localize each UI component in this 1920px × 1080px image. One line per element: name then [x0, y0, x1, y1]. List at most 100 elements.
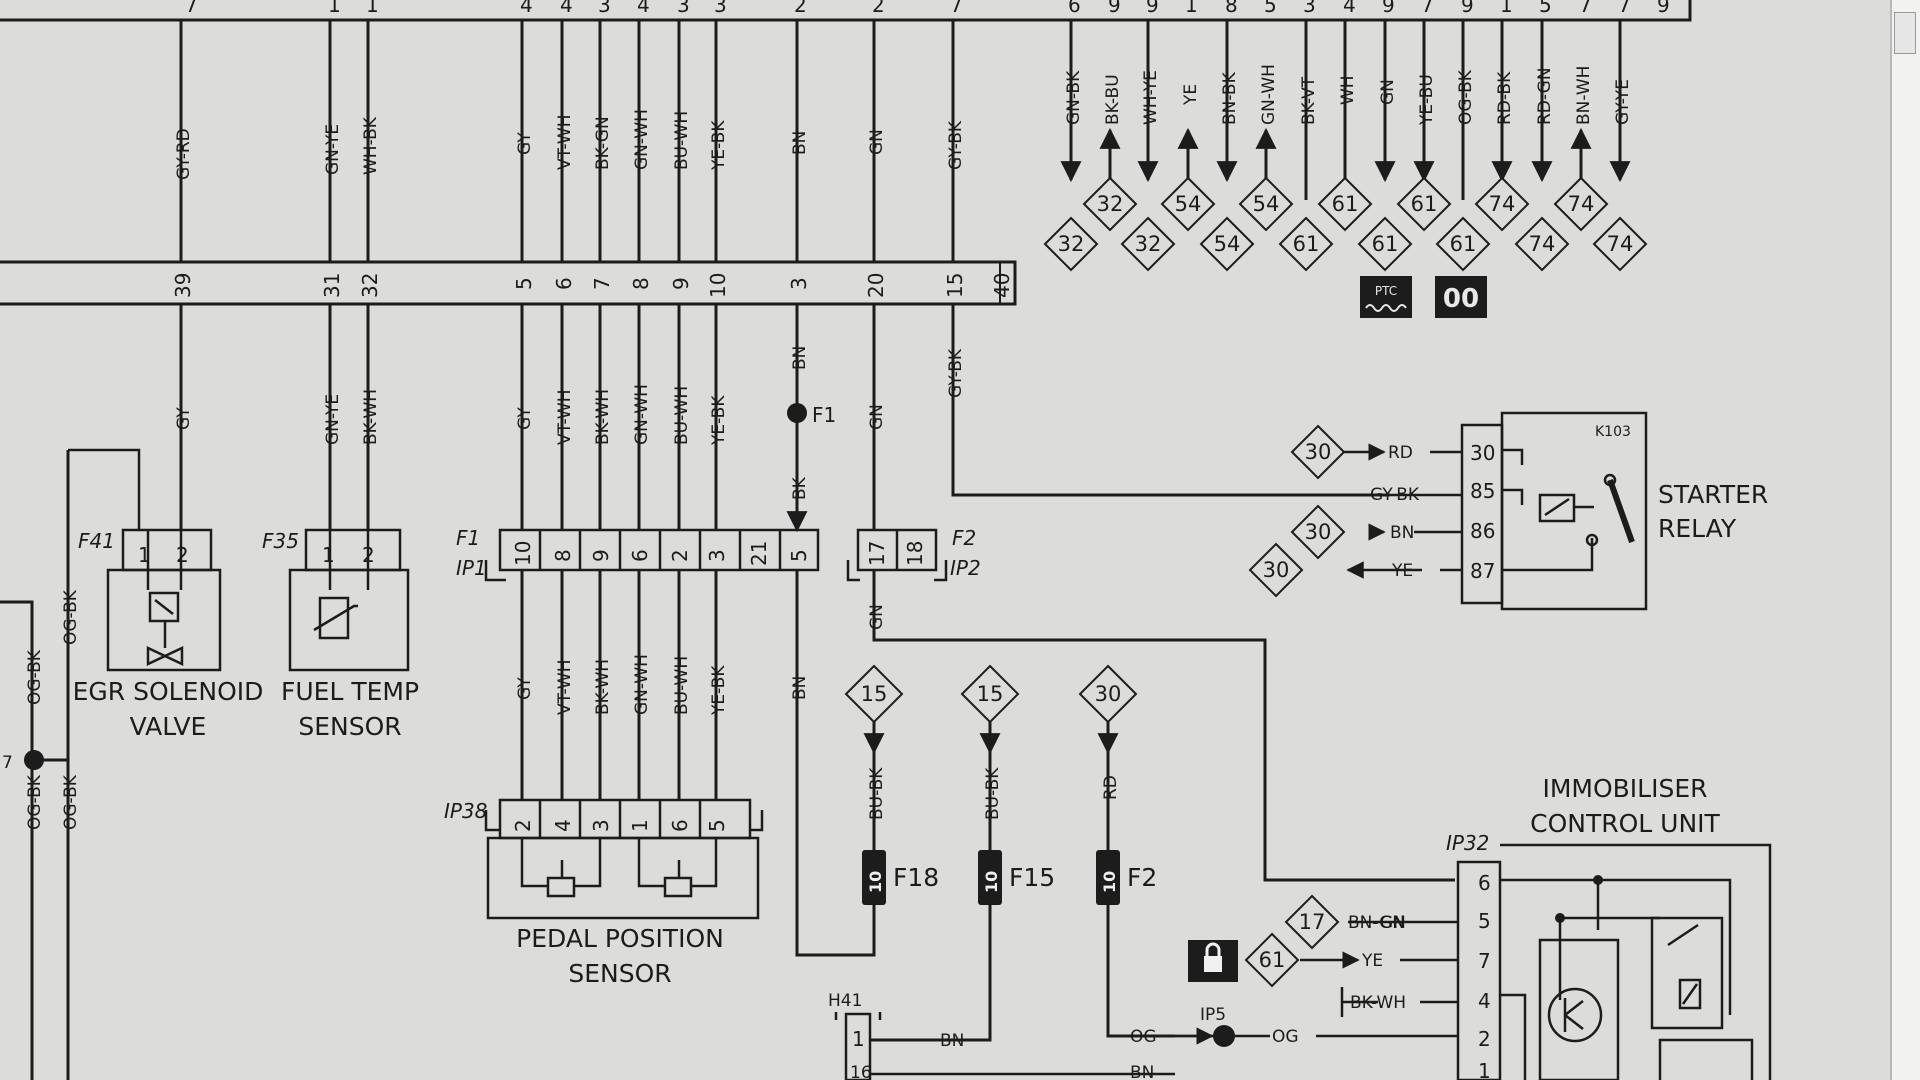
wire-label: GY-RD [174, 128, 194, 180]
pedal-tag: IP38 [444, 799, 487, 823]
wire-label: GY-BK [1370, 485, 1420, 505]
ip2-tag: F2 [952, 526, 976, 550]
wire-label: BN [790, 131, 810, 155]
left-splice-label: 7 [2, 753, 13, 773]
bus-top-pin: 8 [1225, 0, 1238, 17]
wire-label: WH [1338, 75, 1358, 105]
immobiliser-pin: 1 [1478, 1059, 1491, 1080]
ip1-tag: IP1 [456, 556, 487, 580]
egr-title: EGR SOLENOID [73, 677, 264, 706]
ip1-lower-wires [520, 570, 1455, 957]
bus-top-pin: 9 [1146, 0, 1159, 17]
wire-label: VT-WH [555, 115, 575, 171]
wire-label: GN [867, 404, 887, 430]
ref-number: 30 [1305, 520, 1332, 544]
wire-label: OG-BK [61, 774, 81, 830]
connector-pin: 32 [358, 273, 382, 298]
wire-label: WH-YE [1141, 70, 1161, 125]
bus-top-pin: 7 [185, 0, 198, 17]
connector-pin: 7 [590, 277, 614, 290]
ref-number: 32 [1097, 192, 1124, 216]
ref-number: 61 [1293, 232, 1320, 256]
starter-relay-wires [1340, 443, 1462, 579]
starter-title: RELAY [1658, 514, 1737, 543]
wire-label: GN-YE [323, 124, 343, 175]
ip1-connector [484, 528, 820, 582]
fuse-name: F2 [1127, 863, 1157, 892]
starter-pin: 85 [1470, 479, 1495, 503]
fuse-f15-body [978, 850, 1002, 905]
bus-top-connector [0, 0, 1692, 306]
bus-top-pin: 4 [520, 0, 533, 17]
wire-label: BU-BK [983, 767, 1003, 820]
connector-pin: 9 [669, 277, 693, 290]
ref-number: 30 [1305, 440, 1332, 464]
bus-top-pin: 7 [1579, 0, 1592, 17]
pedal-pin: 6 [668, 819, 692, 832]
right-bus-ref-numbers: 32 54 54 61 61 74 74 32 32 54 61 61 61 7… [1058, 192, 1634, 256]
connector-pin: 39 [171, 273, 195, 298]
window-scrollbar[interactable] [1890, 0, 1920, 1080]
ref-number: 15 [861, 682, 888, 706]
wire-label: GN [1380, 913, 1406, 933]
ip2-tag: IP2 [950, 556, 981, 580]
wire-label: YE-BU [1417, 74, 1437, 126]
immobiliser-junction-dot [1593, 875, 1603, 885]
starter-relay-labels: K103 30 85 86 87 STARTER RELAY [1470, 424, 1768, 583]
bus-top-pin: 3 [1303, 0, 1316, 17]
wire-label: GN-BK [1064, 70, 1084, 125]
fuel-temp-title: SENSOR [298, 712, 401, 741]
pedal-pin: 4 [551, 819, 575, 832]
wire-label: YE-BK [709, 120, 729, 171]
glow-plug-icon-label: 00 [1443, 284, 1479, 314]
wire-label: BK-VT [1299, 76, 1319, 125]
wire-label: BK [790, 476, 810, 500]
right-bus-wire-labels: GN-BK BK-BU WH-YE YE BN-BK GN-WH BK-VT W… [1064, 64, 1633, 126]
heater-icon: PTC [1360, 276, 1412, 318]
wire-label: BN [790, 346, 810, 370]
bus-connector-pins: 39 31 32 5 6 7 8 9 10 3 20 15 40 [171, 273, 1014, 298]
bus-top-pin: 7 [1618, 0, 1631, 17]
bus-top-pin: 7 [950, 0, 963, 17]
wire-label: BK-WH [361, 389, 381, 445]
immobiliser-title: IMMOBILISER [1542, 774, 1707, 803]
wire-label: RD-BK [1495, 71, 1515, 125]
ref-number: 74 [1607, 232, 1634, 256]
immobiliser-ref-numbers: 17 61 [1259, 910, 1326, 972]
bus-top-pin: 4 [637, 0, 650, 17]
fuse-ref-diamonds [844, 664, 1138, 724]
ip1-pin: 2 [668, 549, 692, 562]
scrollbar-thumb[interactable] [1894, 12, 1916, 54]
pedal-pin: 2 [511, 819, 535, 832]
ip1-pin: 21 [747, 541, 771, 566]
bus-top-pin: 5 [1264, 0, 1277, 17]
fuse-wire-labels: BU-BK BU-BK RD [867, 767, 1121, 820]
left-splice-dot [24, 750, 44, 770]
bus-top-pin: 9 [1108, 0, 1121, 17]
ref-number: 54 [1253, 192, 1280, 216]
wire-label: BU-WH [672, 656, 692, 715]
connector-pin: 10 [706, 273, 730, 298]
wire-label: BN [1130, 1063, 1154, 1080]
bus-top-pin: 4 [560, 0, 573, 17]
wire-label: GN-WH [632, 109, 652, 170]
fuse-ref-numbers: 15 15 30 [861, 682, 1122, 706]
bus-top-pin: 1 [328, 0, 341, 17]
immobiliser-control-unit [1456, 843, 1772, 1080]
fuel-temp-title: FUEL TEMP [281, 677, 419, 706]
fuse-rating: 10 [866, 871, 885, 893]
wire-label: BN-GN [1348, 913, 1405, 933]
wire-label: BU-WH [672, 386, 692, 445]
wire-label: OG-BK [25, 774, 45, 830]
f1-splice-label: F1 [812, 403, 836, 427]
wire-label: OG-BK [1456, 69, 1476, 125]
starter-pin: 86 [1470, 519, 1495, 543]
ref-number: 61 [1411, 192, 1438, 216]
ref-number: 30 [1263, 558, 1290, 582]
starter-ref-diamonds [1248, 424, 1346, 598]
wire-label: OG [1130, 1027, 1157, 1047]
wire-label: OG [1272, 1027, 1299, 1047]
bus-upper-wires [179, 20, 955, 262]
lock-icon [1188, 940, 1238, 982]
ref-number: 54 [1214, 232, 1241, 256]
